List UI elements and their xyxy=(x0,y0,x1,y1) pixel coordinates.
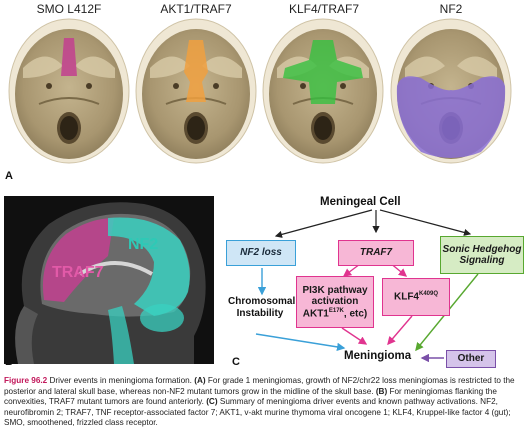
nf2-convexity-region xyxy=(108,217,190,316)
pi3k-akt1-mutation: E17K xyxy=(328,307,344,314)
caption-c-text: Summary of meningioma driver events and … xyxy=(4,397,511,428)
caption-b-tag: (B) xyxy=(375,386,388,396)
traf7-region xyxy=(42,218,114,302)
chromosomal-line2: Instability xyxy=(236,308,284,319)
traf7-brain-label: TRAF7 xyxy=(52,264,104,281)
klf4-text: KLF4K409Q xyxy=(394,291,438,303)
klf4-box: KLF4K409Q xyxy=(382,278,450,316)
other-box: Other xyxy=(446,350,496,368)
nf2-region xyxy=(396,76,506,158)
sagittal-brain-image xyxy=(4,196,214,364)
nf2-loss-text: NF2 loss xyxy=(240,247,282,259)
chromosomal-line1: Chromosomal xyxy=(228,296,296,307)
skull-smo xyxy=(8,18,130,164)
shh-text-line2: Signaling xyxy=(459,255,505,266)
pi3k-line1: PI3K pathway xyxy=(302,284,368,296)
skull-nf2 xyxy=(390,18,512,164)
caption-lead: Driver events in meningioma formation. xyxy=(49,376,192,385)
klf4-mutation: K409Q xyxy=(418,291,438,298)
panel-letter-a: A xyxy=(5,170,13,182)
skull-base-images xyxy=(8,18,512,164)
chromosomal-instability-label: Chromosomal Instability xyxy=(228,296,296,320)
shh-box: Sonic Hedgehog Signaling xyxy=(440,236,524,274)
skull-akt1 xyxy=(135,18,257,164)
figure-caption: Figure 96.2 Driver events in meningioma … xyxy=(4,376,526,429)
nf2-brain-label: NF2 xyxy=(128,236,159,253)
akt1-region xyxy=(184,40,208,102)
figure-number: Figure 96.2 xyxy=(4,376,48,385)
skull-klf4 xyxy=(262,18,384,164)
other-text: Other xyxy=(457,353,485,365)
pi3k-line3: AKT1E17K, etc) xyxy=(303,308,367,320)
shh-text-line1: Sonic Hedgehog xyxy=(442,243,522,255)
nf2-loss-box: NF2 loss xyxy=(226,240,296,266)
pi3k-akt1: AKT1 xyxy=(302,307,329,319)
skull-label-nf2: NF2 xyxy=(439,2,463,16)
caption-a-tag: (A) xyxy=(194,376,206,385)
caption-a-text: For grade 1 meningiomas, growth of NF2/c… xyxy=(4,376,515,396)
caption-b-text: For meningiomas flanking the convexities… xyxy=(4,386,497,407)
traf7-text: TRAF7 xyxy=(359,247,393,259)
klf4-region xyxy=(283,40,363,104)
panel-letter-c: C xyxy=(232,356,240,368)
klf4-gene: KLF4 xyxy=(393,291,419,303)
pi3k-line2: activation xyxy=(311,296,359,308)
smo-region xyxy=(61,38,77,76)
skull-label-klf4: KLF4/TRAF7 xyxy=(288,2,360,16)
skull-label-smo: SMO L412F xyxy=(36,2,102,16)
traf7-box: TRAF7 xyxy=(338,240,414,266)
skull-label-akt1: AKT1/TRAF7 xyxy=(160,2,232,16)
caption-c-tag: (C) xyxy=(206,397,218,407)
meningioma-label: Meningioma xyxy=(344,350,412,362)
pi3k-etc: , etc) xyxy=(343,307,368,319)
meningeal-cell-label: Meningeal Cell xyxy=(320,196,401,208)
pi3k-box: PI3K pathway activation AKT1E17K, etc) xyxy=(296,276,374,328)
panel-letter-b: B xyxy=(5,356,13,368)
